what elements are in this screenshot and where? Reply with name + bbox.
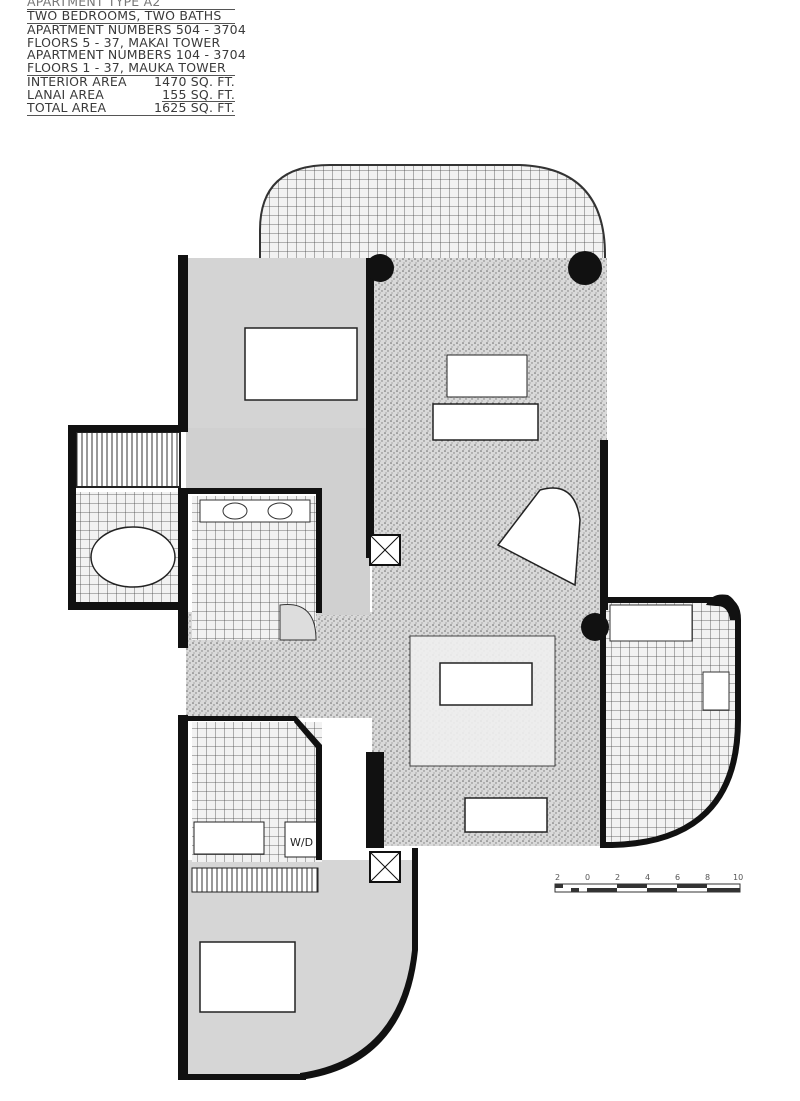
mauka-floors: FLOORS 1 - 37, MAUKA TOWER	[27, 61, 235, 76]
lower-sofa	[464, 797, 548, 833]
closet	[75, 431, 181, 488]
scale-bar: 2 0 2 4 6 8 10	[554, 873, 743, 893]
svg-text:4: 4	[645, 873, 650, 882]
svg-text:6: 6	[675, 873, 680, 882]
dining-table	[439, 662, 533, 706]
walls	[68, 251, 739, 1080]
svg-text:2: 2	[615, 873, 620, 882]
washer-dryer-label: W/D	[290, 836, 313, 849]
svg-text:2: 2	[555, 873, 560, 882]
coffee-table	[446, 354, 528, 398]
hallway	[186, 428, 370, 490]
makai-floors: FLOORS 5 - 37, MAKAI TOWER	[27, 34, 221, 50]
mauka-numbers: APARTMENT NUMBERS 104 - 3704	[27, 47, 246, 62]
master-bed	[244, 327, 358, 401]
makai-numbers: APARTMENT NUMBERS 504 - 3704	[27, 22, 246, 37]
lanai	[259, 164, 606, 271]
sofa	[432, 403, 539, 441]
second-bedroom	[186, 860, 412, 1076]
svg-text:10: 10	[733, 873, 743, 882]
tub-icon	[90, 526, 176, 588]
unit-info: APARTMENT TYPE A2 TWO BEDROOMS, TWO BATH…	[27, 0, 246, 116]
piano	[496, 487, 581, 587]
second-bed	[199, 941, 296, 1013]
svg-text:8: 8	[705, 873, 710, 882]
apartment-type: APARTMENT TYPE A2	[27, 0, 235, 10]
svg-text:0: 0	[585, 873, 590, 882]
bedrooms-baths: TWO BEDROOMS, TWO BATHS	[27, 9, 235, 24]
